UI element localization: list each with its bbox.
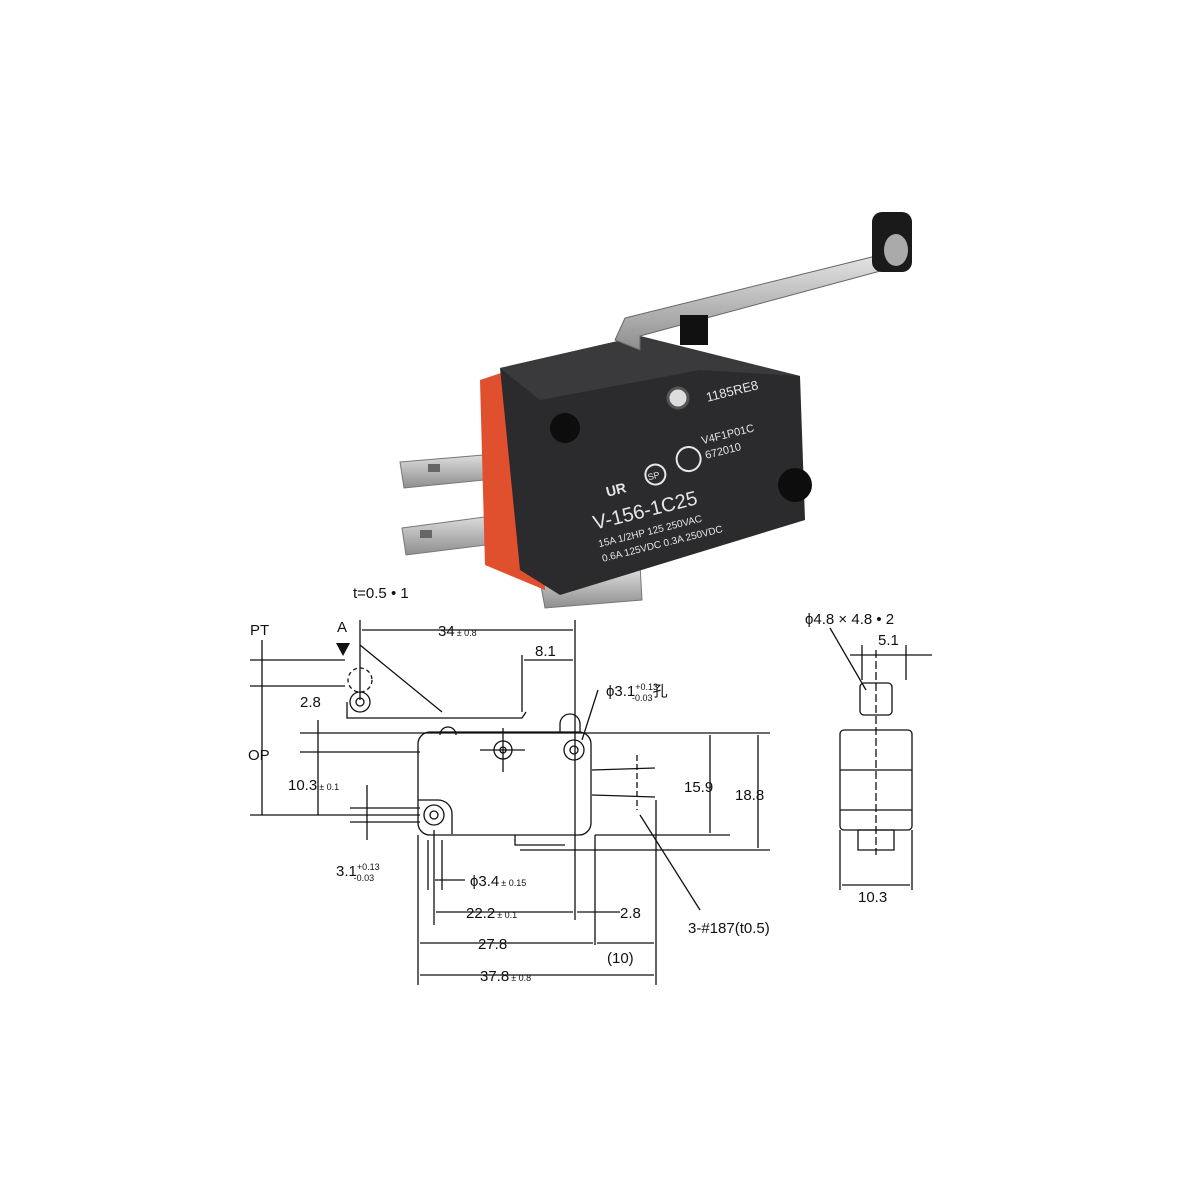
side-dim-5-1: 5.1 [878,632,899,649]
dim-2-8-terminal: 2.8 [620,905,641,922]
dim-22-2: 22.2± 0.1 [466,905,517,922]
dim-3-4: ϕ3.4± 0.15 [470,873,526,890]
dim-34: 34± 0.8 [438,623,477,640]
ul-logo: UR [604,479,628,499]
dim-10-3: 10.3± 0.1 [288,777,339,794]
mounting-hole-left [550,413,580,443]
screw [668,388,688,408]
dim-18-8: 18.8 [735,787,764,804]
side-dim-10-3: 10.3 [858,889,887,906]
dim-8-1: 8.1 [535,643,556,660]
dim-27-8: 27.8 [478,936,507,953]
dim-3-1: 3.1+0.13-0.03 [336,862,380,883]
side-roller-dim: ϕ4.8 × 4.8 • 2 [805,611,894,628]
dim-10: (10) [607,950,634,967]
op-label: OP [248,747,270,764]
csa-logo: SP [647,470,661,483]
hole-dia: ϕ3.1+0.13-0.03孔 [606,682,668,703]
dim-15-9: 15.9 [684,779,713,796]
thickness-note: t=0.5 • 1 [353,585,409,602]
cert-logo [674,445,703,474]
mounting-hole-right [778,468,812,502]
dim-2-8-roller: 2.8 [300,694,321,711]
dim-37-8: 37.8± 0.8 [480,968,531,985]
a-label: A [337,619,347,636]
terminal-note: 3-#187(t0.5) [688,920,770,937]
roller-lever [614,212,912,351]
pt-label: PT [250,622,269,639]
